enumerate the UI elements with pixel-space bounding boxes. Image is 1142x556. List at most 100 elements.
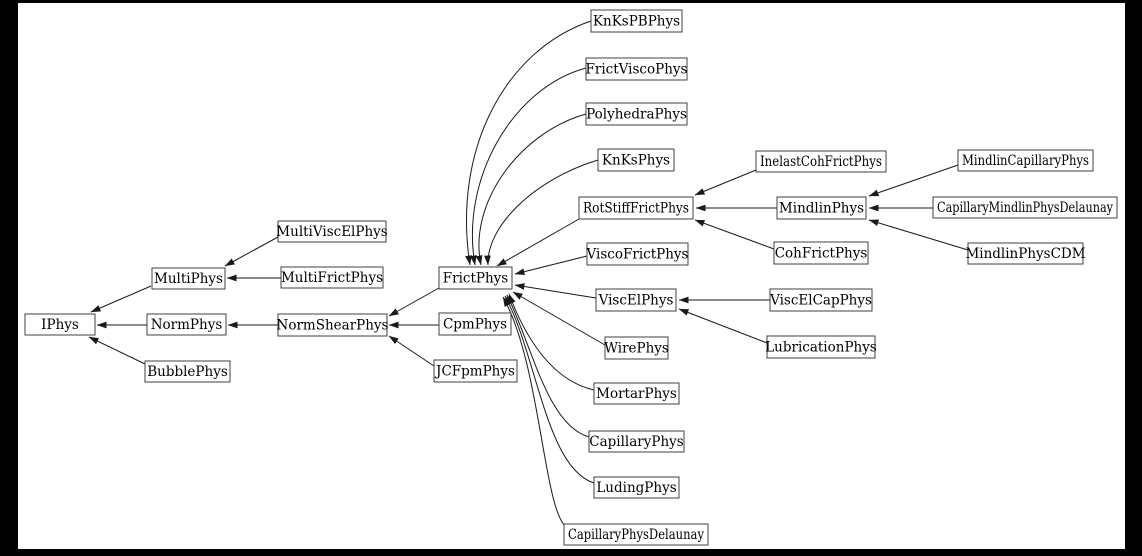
node-CohFrictPhys[interactable]: CohFrictPhys <box>773 241 869 265</box>
node-box[interactable] <box>593 476 680 499</box>
node-LubricationPhys[interactable]: LubricationPhys <box>765 335 877 359</box>
node-box[interactable] <box>144 360 231 383</box>
node-label: CapillaryPhysDelaunay <box>568 527 704 543</box>
node-box[interactable] <box>604 336 669 360</box>
node-box[interactable] <box>277 313 388 337</box>
edge-KnKsPBPhys-to-FrictPhys <box>465 20 592 266</box>
node-CapillaryPhysDelaunay[interactable]: CapillaryPhysDelaunay <box>563 523 709 546</box>
edge-MortarPhys-to-FrictPhys <box>508 293 595 391</box>
edge-FrictViscoPhys-to-FrictPhys <box>470 67 587 266</box>
node-JCFpmPhys[interactable]: JCFpmPhys <box>433 359 518 383</box>
node-box[interactable] <box>280 266 384 289</box>
edge-WirePhys-to-FrictPhys <box>512 291 606 346</box>
node-MortarPhys[interactable]: MortarPhys <box>593 382 680 405</box>
node-box[interactable] <box>438 266 513 290</box>
edge-ViscElPhys-to-FrictPhys <box>514 283 597 299</box>
node-label: MortarPhys <box>596 386 677 402</box>
node-label: LubricationPhys <box>765 340 877 356</box>
node-box[interactable] <box>588 430 685 453</box>
node-box[interactable] <box>590 9 683 33</box>
node-ViscoFrictPhys[interactable]: ViscoFrictPhys <box>586 242 689 266</box>
edge-FrictPhys-to-NormShearPhys <box>388 287 440 317</box>
node-box[interactable] <box>563 523 709 546</box>
node-label: IPhys <box>41 317 79 333</box>
node-box[interactable] <box>766 335 876 359</box>
node-box[interactable] <box>932 196 1118 219</box>
edge-layer <box>88 20 969 527</box>
node-InelastCohFrictPhys[interactable]: InelastCohFrictPhys <box>755 150 887 173</box>
node-box[interactable] <box>277 220 387 243</box>
node-label: NormShearPhys <box>277 318 389 334</box>
node-label: MindlinCapillaryPhys <box>962 153 1089 169</box>
node-CapillaryPhys[interactable]: CapillaryPhys <box>588 430 685 453</box>
node-label: MindlinPhys <box>779 201 864 217</box>
node-box[interactable] <box>769 288 873 312</box>
node-box[interactable] <box>586 242 689 266</box>
node-BubblePhys[interactable]: BubblePhys <box>144 360 231 383</box>
node-box[interactable] <box>593 382 680 405</box>
node-label: MindlinPhysCDM <box>965 246 1085 262</box>
node-label: ViscoFrictPhys <box>586 247 689 263</box>
node-box[interactable] <box>755 150 887 173</box>
node-box[interactable] <box>438 312 512 336</box>
node-ViscElCapPhys[interactable]: ViscElCapPhys <box>769 288 873 312</box>
node-label: CapillaryMindlinPhysDelaunay <box>937 200 1113 216</box>
node-box[interactable] <box>957 149 1094 172</box>
edge-InelastCohFrictPhys-to-RotStiffFrictPhys <box>694 169 757 196</box>
node-IPhys[interactable]: IPhys <box>24 313 96 336</box>
node-box[interactable] <box>151 267 226 290</box>
node-box[interactable] <box>585 57 688 81</box>
node-KnKsPBPhys[interactable]: KnKsPBPhys <box>590 9 683 33</box>
node-RotStiffFrictPhys[interactable]: RotStiffFrictPhys <box>578 196 694 220</box>
node-box[interactable] <box>967 242 1084 265</box>
node-label: WirePhys <box>604 341 669 357</box>
node-box[interactable] <box>595 288 677 312</box>
node-box[interactable] <box>433 359 518 383</box>
edge-LudingPhys-to-FrictPhys <box>504 295 595 484</box>
node-MindlinCapillaryPhys[interactable]: MindlinCapillaryPhys <box>957 149 1094 172</box>
edge-ViscoFrictPhys-to-FrictPhys <box>514 255 588 275</box>
node-box[interactable] <box>776 196 867 220</box>
node-label: InelastCohFrictPhys <box>760 154 882 170</box>
node-MultiFrictPhys[interactable]: MultiFrictPhys <box>280 266 384 289</box>
node-label: RotStiffFrictPhys <box>583 201 689 217</box>
edge-MindlinCapillaryPhys-to-MindlinPhys <box>868 164 959 197</box>
edge-MindlinPhysCDM-to-MindlinPhys <box>868 219 969 251</box>
node-MultiPhys[interactable]: MultiPhys <box>151 267 226 290</box>
node-label: LudingPhys <box>596 480 676 496</box>
edge-MultiPhys-to-IPhys <box>90 285 152 313</box>
node-label: MultiPhys <box>154 271 223 287</box>
node-ViscElPhys[interactable]: ViscElPhys <box>595 288 677 312</box>
node-LudingPhys[interactable]: LudingPhys <box>593 476 680 499</box>
edge-RotStiffFrictPhys-to-FrictPhys <box>496 218 580 267</box>
edge-MultiViscElPhys-to-MultiPhys <box>224 236 279 267</box>
edge-JCFpmPhys-to-NormShearPhys <box>388 335 435 367</box>
node-MultiViscElPhys[interactable]: MultiViscElPhys <box>276 220 388 243</box>
node-MindlinPhys[interactable]: MindlinPhys <box>776 196 867 220</box>
node-label: CohFrictPhys <box>775 246 868 262</box>
node-CpmPhys[interactable]: CpmPhys <box>438 312 512 336</box>
node-label: KnKsPBPhys <box>593 14 680 30</box>
node-box[interactable] <box>24 313 96 336</box>
edge-LubricationPhys-to-ViscElPhys <box>678 308 768 344</box>
node-KnKsPhys[interactable]: KnKsPhys <box>597 148 675 172</box>
node-box[interactable] <box>773 241 869 265</box>
node-FrictViscoPhys[interactable]: FrictViscoPhys <box>585 57 688 81</box>
node-NormShearPhys[interactable]: NormShearPhys <box>277 313 389 337</box>
node-CapillaryMindlinPhysDelaunay[interactable]: CapillaryMindlinPhysDelaunay <box>932 196 1118 219</box>
node-NormPhys[interactable]: NormPhys <box>146 313 227 336</box>
node-label: FrictPhys <box>443 271 509 287</box>
node-PolyhedraPhys[interactable]: PolyhedraPhys <box>585 102 688 126</box>
node-MindlinPhysCDM[interactable]: MindlinPhysCDM <box>965 242 1086 265</box>
node-box[interactable] <box>578 196 694 220</box>
node-label: ViscElPhys <box>598 293 674 309</box>
node-WirePhys[interactable]: WirePhys <box>604 336 669 360</box>
node-box[interactable] <box>146 313 227 336</box>
node-label: CpmPhys <box>443 317 507 333</box>
node-box[interactable] <box>585 102 688 126</box>
edge-PolyhedraPhys-to-FrictPhys <box>475 113 587 266</box>
node-box[interactable] <box>597 148 675 172</box>
node-FrictPhys[interactable]: FrictPhys <box>438 266 513 290</box>
